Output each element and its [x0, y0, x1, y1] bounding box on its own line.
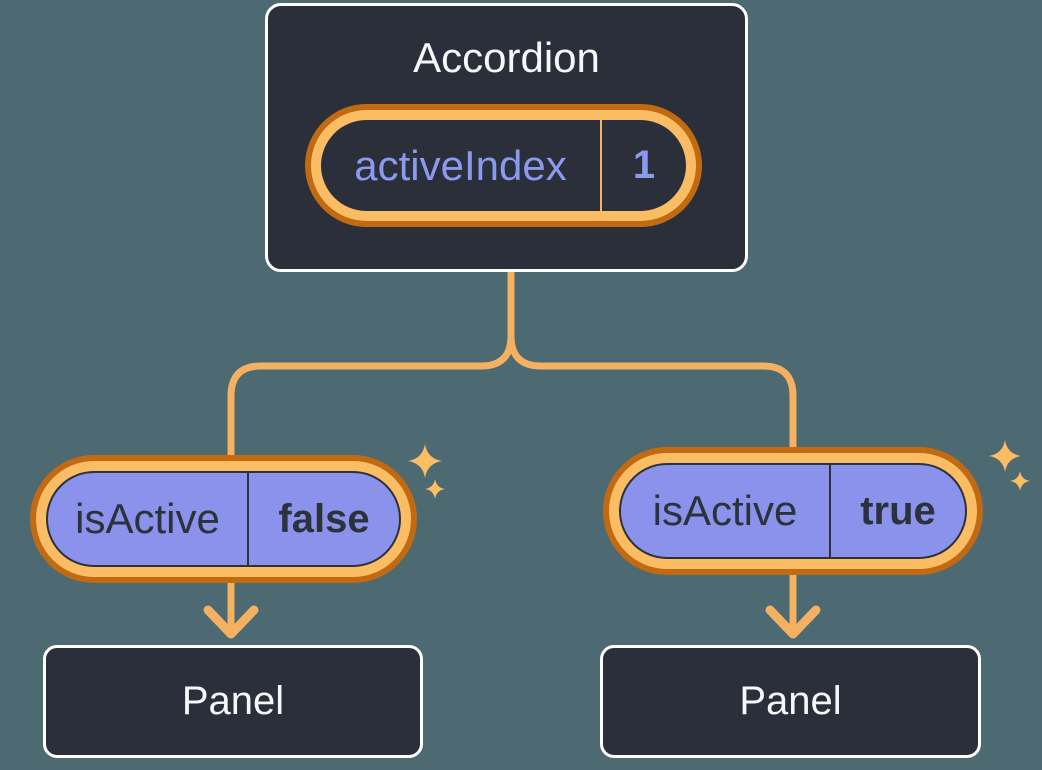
- state-pill-ring: activeIndex 1: [311, 110, 696, 221]
- prop-value: false: [278, 496, 370, 541]
- prop-pill-body: isActive false: [46, 471, 401, 567]
- state-pill: activeIndex 1: [305, 104, 702, 227]
- sparkle-icon: [425, 479, 445, 499]
- connector-line-left: [227, 268, 515, 462]
- prop-pill-ring: isActive true: [609, 453, 977, 569]
- sparkle-icon: [989, 440, 1021, 472]
- panel-label: Panel: [181, 679, 285, 723]
- prop-pill-left: isActive false: [30, 455, 417, 583]
- prop-name: isActive: [652, 487, 798, 534]
- down-arrow-icon: [765, 605, 821, 639]
- down-arrow-icon: [203, 605, 259, 639]
- state-value: 1: [632, 143, 656, 187]
- prop-value: true: [860, 488, 936, 533]
- sparkle-icon: [1010, 471, 1030, 491]
- prop-divider: [247, 473, 249, 565]
- state-name: activeIndex: [354, 141, 567, 189]
- panel-node-right: Panel: [600, 645, 981, 758]
- state-pill-body: activeIndex 1: [321, 120, 686, 211]
- prop-divider: [829, 465, 831, 557]
- accordion-title: Accordion: [413, 34, 600, 81]
- prop-pill-ring: isActive false: [36, 461, 411, 577]
- prop-pill-body: isActive true: [619, 463, 967, 559]
- panel-node-left: Panel: [43, 645, 423, 758]
- panel-label: Panel: [739, 679, 842, 723]
- prop-pill-right: isActive true: [603, 447, 983, 575]
- sparkle-icon: [408, 444, 442, 478]
- prop-name: isActive: [75, 495, 220, 542]
- state-divider: [600, 120, 602, 211]
- connector-line-right: [507, 268, 797, 454]
